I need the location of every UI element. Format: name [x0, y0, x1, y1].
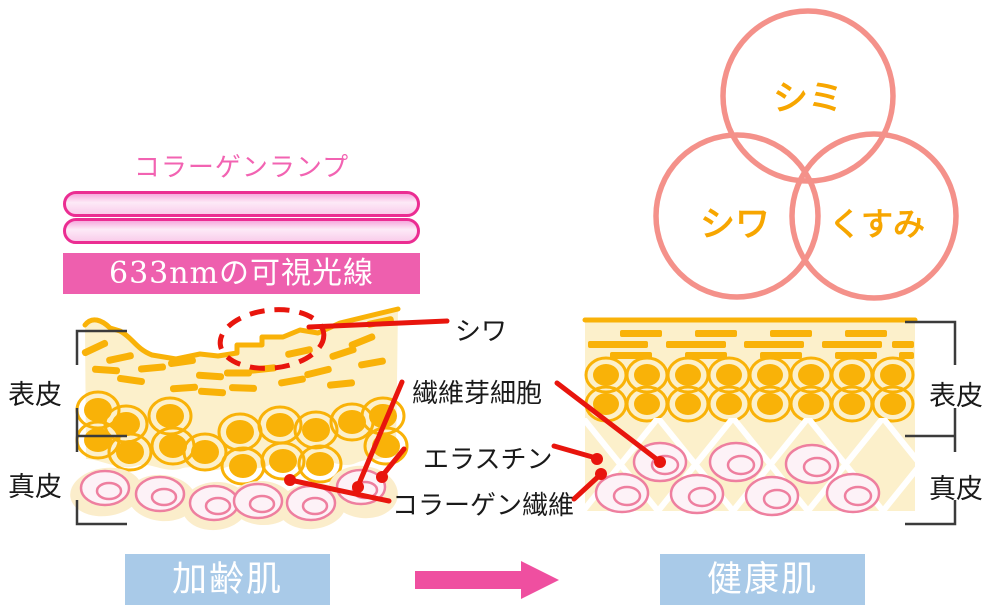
lamp-tube-1	[63, 191, 420, 217]
venn-label-dullness: くすみ	[828, 205, 925, 243]
wrinkle-highlight-ellipse	[217, 307, 327, 371]
label-collagen-fiber: コラーゲン繊維	[392, 491, 575, 521]
broken-collagen-dashes	[81, 316, 394, 397]
label-epidermis-right: 表皮	[929, 381, 983, 412]
label-dermis-left: 真皮	[8, 472, 62, 503]
venn-circles	[653, 8, 959, 301]
left-layer-bracket	[75, 329, 127, 526]
label-wrinkle: シワ	[455, 317, 508, 347]
venn-label-wrinkles: シワ	[699, 204, 770, 245]
lamp-tube-2	[63, 218, 420, 244]
label-dermis-right: 真皮	[929, 474, 983, 505]
healthy-skin-box: 健康肌	[660, 554, 865, 605]
venn-label-spots: シミ	[772, 78, 843, 119]
healthy-epidermis-cells	[584, 356, 915, 423]
aged-skin-surface	[82, 306, 401, 362]
aged-skin-box: 加齢肌	[125, 554, 330, 605]
right-layer-bracket	[905, 320, 957, 526]
label-epidermis-left: 表皮	[8, 380, 62, 411]
aged-skin-diagram	[70, 306, 409, 531]
wavelength-banner: 633nmの可視光線	[63, 253, 420, 294]
annotation-lines	[284, 318, 666, 504]
collagen-lamp-title: コラーゲンランプ	[133, 153, 350, 183]
healthy-skin-diagram	[582, 317, 918, 517]
label-elastin: エラスチン	[423, 445, 553, 475]
venn-circle-dullness	[789, 131, 959, 301]
transformation-arrow	[415, 561, 559, 599]
venn-circle-wrinkles	[653, 132, 821, 300]
label-fibroblast: 繊維芽細胞	[412, 379, 543, 409]
aged-dermis-cells	[70, 465, 398, 531]
aged-epidermis-cells	[75, 390, 409, 486]
